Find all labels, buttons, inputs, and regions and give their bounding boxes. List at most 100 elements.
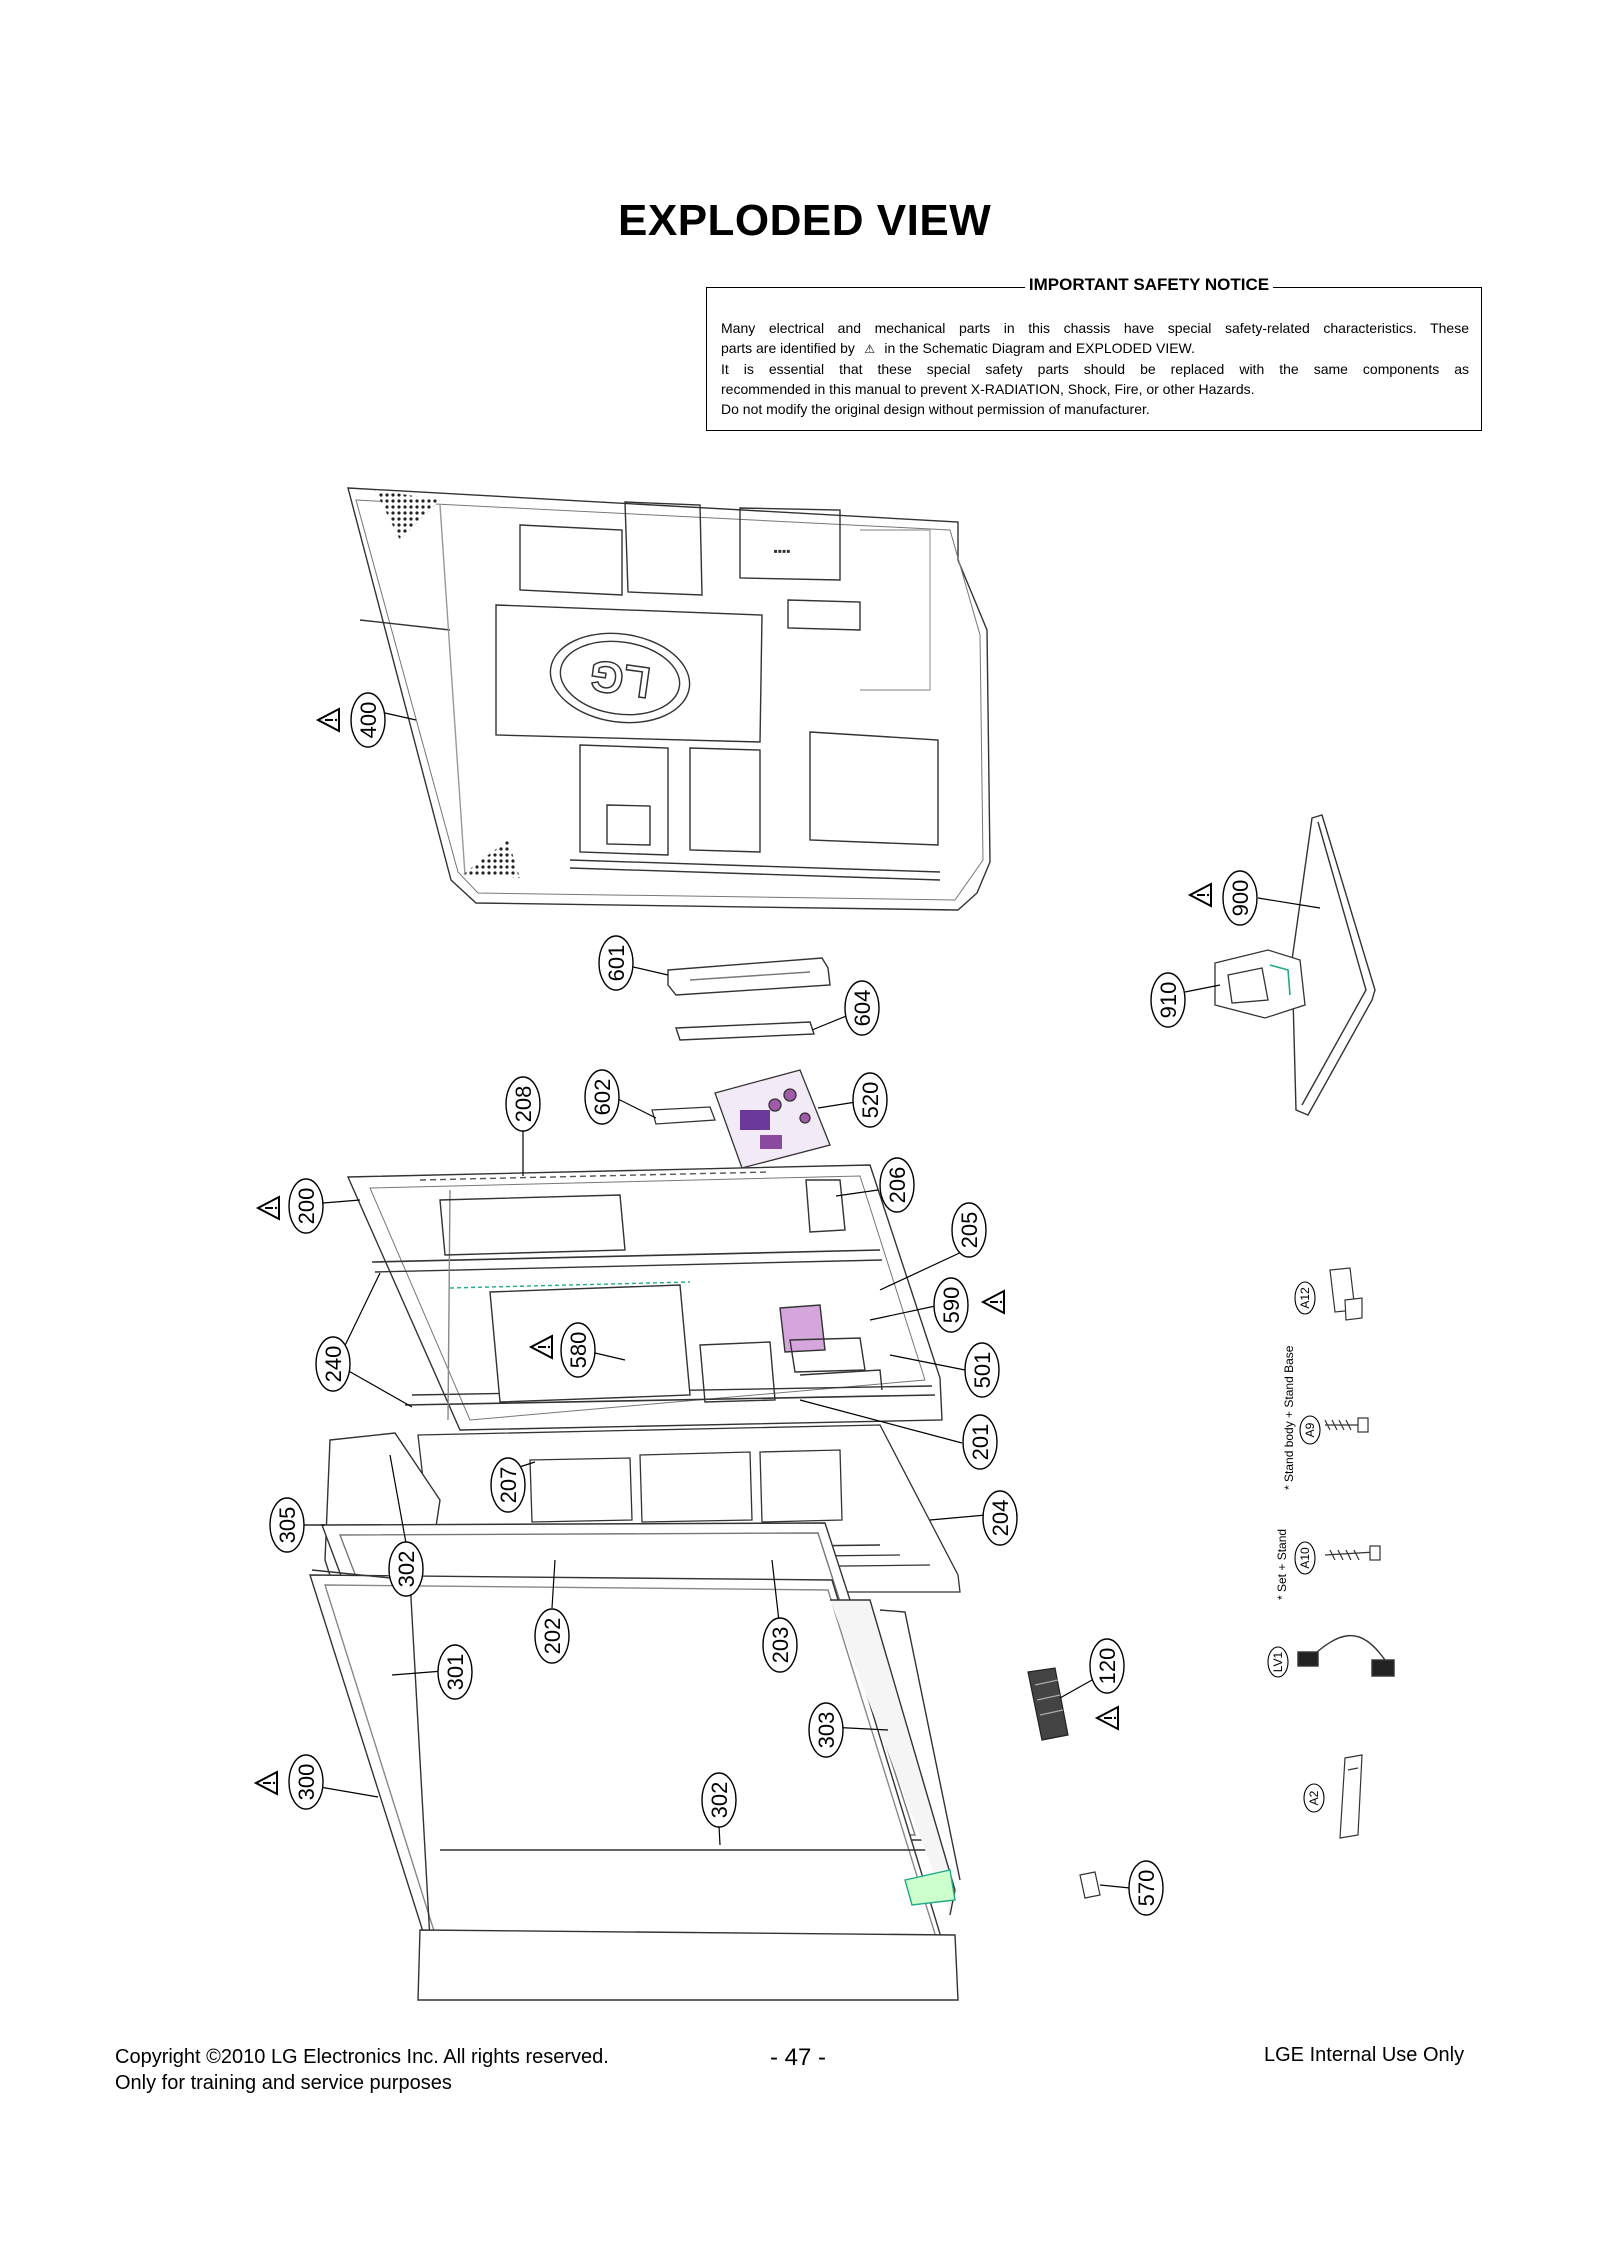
part-label-601: 601: [604, 945, 629, 982]
accessory-label-a10: A10: [1298, 1547, 1312, 1569]
part-label-300: 300: [294, 1764, 319, 1801]
part-callout-202: 202: [534, 1608, 570, 1664]
warning-triangle-icon: [257, 1196, 280, 1220]
part-label-580: 580: [566, 1332, 591, 1369]
warning-triangle-icon: [255, 1771, 278, 1795]
screw-a9-part: [1324, 1417, 1369, 1433]
part-callout-400: 400: [350, 692, 386, 748]
part-label-302a: 302: [394, 1551, 419, 1588]
part-callout-302a: 302: [388, 1541, 424, 1597]
accessory-a2-part: [1339, 1754, 1363, 1839]
part-callout-303: 303: [808, 1702, 844, 1758]
part-callout-604: 604: [844, 980, 880, 1036]
part-label-910: 910: [1156, 982, 1181, 1019]
internal-use-text: LGE Internal Use Only: [1264, 2044, 1465, 2066]
part-label-208: 208: [511, 1086, 536, 1123]
accessory-callout-a10: A10: [1294, 1541, 1316, 1575]
part-callout-204: 204: [982, 1490, 1018, 1546]
part-callout-300: 300: [288, 1754, 324, 1810]
board-601-part: [667, 957, 831, 996]
part-callout-570: 570: [1128, 1860, 1164, 1916]
accessory-callout-a12: A12: [1294, 1281, 1316, 1315]
accessory-label-lv1: LV1: [1271, 1651, 1285, 1672]
notice-line-5: Do not modify the original design withou…: [721, 401, 1150, 417]
part-callout-590: 590: [933, 1277, 969, 1333]
notice-line-2a: parts are identified by: [721, 340, 855, 356]
part-label-203: 203: [768, 1627, 793, 1664]
page-title: EXPLODED VIEW: [618, 196, 992, 245]
part-label-202: 202: [540, 1618, 565, 1655]
part-label-302b: 302: [707, 1782, 732, 1819]
stand-body-note: * Stand body + Stand Base: [1282, 1345, 1296, 1490]
part-callout-302b: 302: [701, 1772, 737, 1828]
accessory-callout-lv1: LV1: [1267, 1646, 1289, 1678]
part-label-602: 602: [590, 1079, 615, 1116]
part-570-part: [1079, 1871, 1101, 1899]
accessory-label-a2: A2: [1307, 1790, 1321, 1805]
part-label-120: 120: [1095, 1648, 1120, 1685]
warning-triangle-icon: [1096, 1706, 1119, 1730]
part-callout-580: 580: [560, 1322, 596, 1378]
part-callout-910: 910: [1150, 972, 1186, 1028]
part-label-303: 303: [814, 1712, 839, 1749]
safety-notice-body: Many electrical and mechanical parts in …: [721, 318, 1469, 419]
part-label-201: 201: [968, 1424, 993, 1461]
part-label-305: 305: [275, 1507, 300, 1544]
part-callout-305: 305: [269, 1497, 305, 1553]
accessory-label-a12: A12: [1298, 1287, 1312, 1309]
accessory-label-a9: A9: [1303, 1422, 1317, 1437]
screw-a10-part: [1324, 1545, 1381, 1561]
part-callout-120: 120: [1089, 1638, 1125, 1694]
part-label-400: 400: [356, 702, 381, 739]
board-602-part: [651, 1106, 716, 1125]
part-callout-301: 301: [437, 1644, 473, 1700]
accessory-a12-part: [1329, 1267, 1363, 1321]
part-label-301: 301: [443, 1654, 468, 1691]
safety-notice-heading: IMPORTANT SAFETY NOTICE: [1024, 275, 1274, 294]
part-callout-200: 200: [288, 1178, 324, 1234]
stand-base-part: [1291, 814, 1376, 1116]
main-board-520-part: [714, 1069, 831, 1169]
accessory-callout-a2: A2: [1303, 1783, 1325, 1813]
part-label-240: 240: [321, 1346, 346, 1383]
part-label-570: 570: [1134, 1870, 1159, 1907]
warning-triangle-icon: [982, 1290, 1005, 1314]
warning-triangle-icon: [317, 708, 340, 732]
part-label-501: 501: [970, 1352, 995, 1389]
part-label-604: 604: [850, 990, 875, 1027]
part-label-200: 200: [294, 1188, 319, 1225]
speaker-120-part: [1027, 1667, 1069, 1741]
part-label-206: 206: [885, 1167, 910, 1204]
part-label-900: 900: [1228, 880, 1253, 917]
part-label-520: 520: [858, 1082, 883, 1119]
part-callout-520: 520: [852, 1072, 888, 1128]
part-callout-207: 207: [490, 1457, 526, 1513]
set-stand-note: * Set + Stand: [1275, 1529, 1289, 1600]
chassis-frame-part: [346, 1164, 943, 1586]
accessory-callout-a9: A9: [1299, 1415, 1321, 1445]
notice-line-2: parts are identified by ⚠ in the Schemat…: [721, 338, 1469, 359]
safety-notice-box: IMPORTANT SAFETY NOTICE Many electrical …: [706, 275, 1482, 431]
stand-body-part: [1214, 949, 1306, 1019]
part-callout-900: 900: [1222, 870, 1258, 926]
part-callout-501: 501: [964, 1342, 1000, 1398]
part-callout-206: 206: [879, 1157, 915, 1213]
back-cover-ports: ▪▪▪▪: [773, 544, 790, 558]
lg-logo: LG: [586, 650, 653, 707]
part-callout-601: 601: [598, 935, 634, 991]
part-callout-602: 602: [584, 1069, 620, 1125]
part-callout-208: 208: [505, 1076, 541, 1132]
part-label-590: 590: [939, 1287, 964, 1324]
part-callout-240: 240: [315, 1336, 351, 1392]
back-cover-part: [347, 487, 991, 911]
part-callout-203: 203: [762, 1617, 798, 1673]
part-callout-201: 201: [962, 1414, 998, 1470]
training-text: Only for training and service purposes: [115, 2072, 452, 2094]
page-number: - 47 -: [770, 2044, 827, 2071]
part-label-205: 205: [957, 1212, 982, 1249]
cable-lv1-part: [1297, 1634, 1395, 1677]
notice-line-4: recommended in this manual to prevent X-…: [721, 381, 1255, 397]
part-label-204: 204: [988, 1500, 1013, 1537]
notice-line-2b: in the Schematic Diagram and EXPLODED VI…: [884, 340, 1195, 356]
